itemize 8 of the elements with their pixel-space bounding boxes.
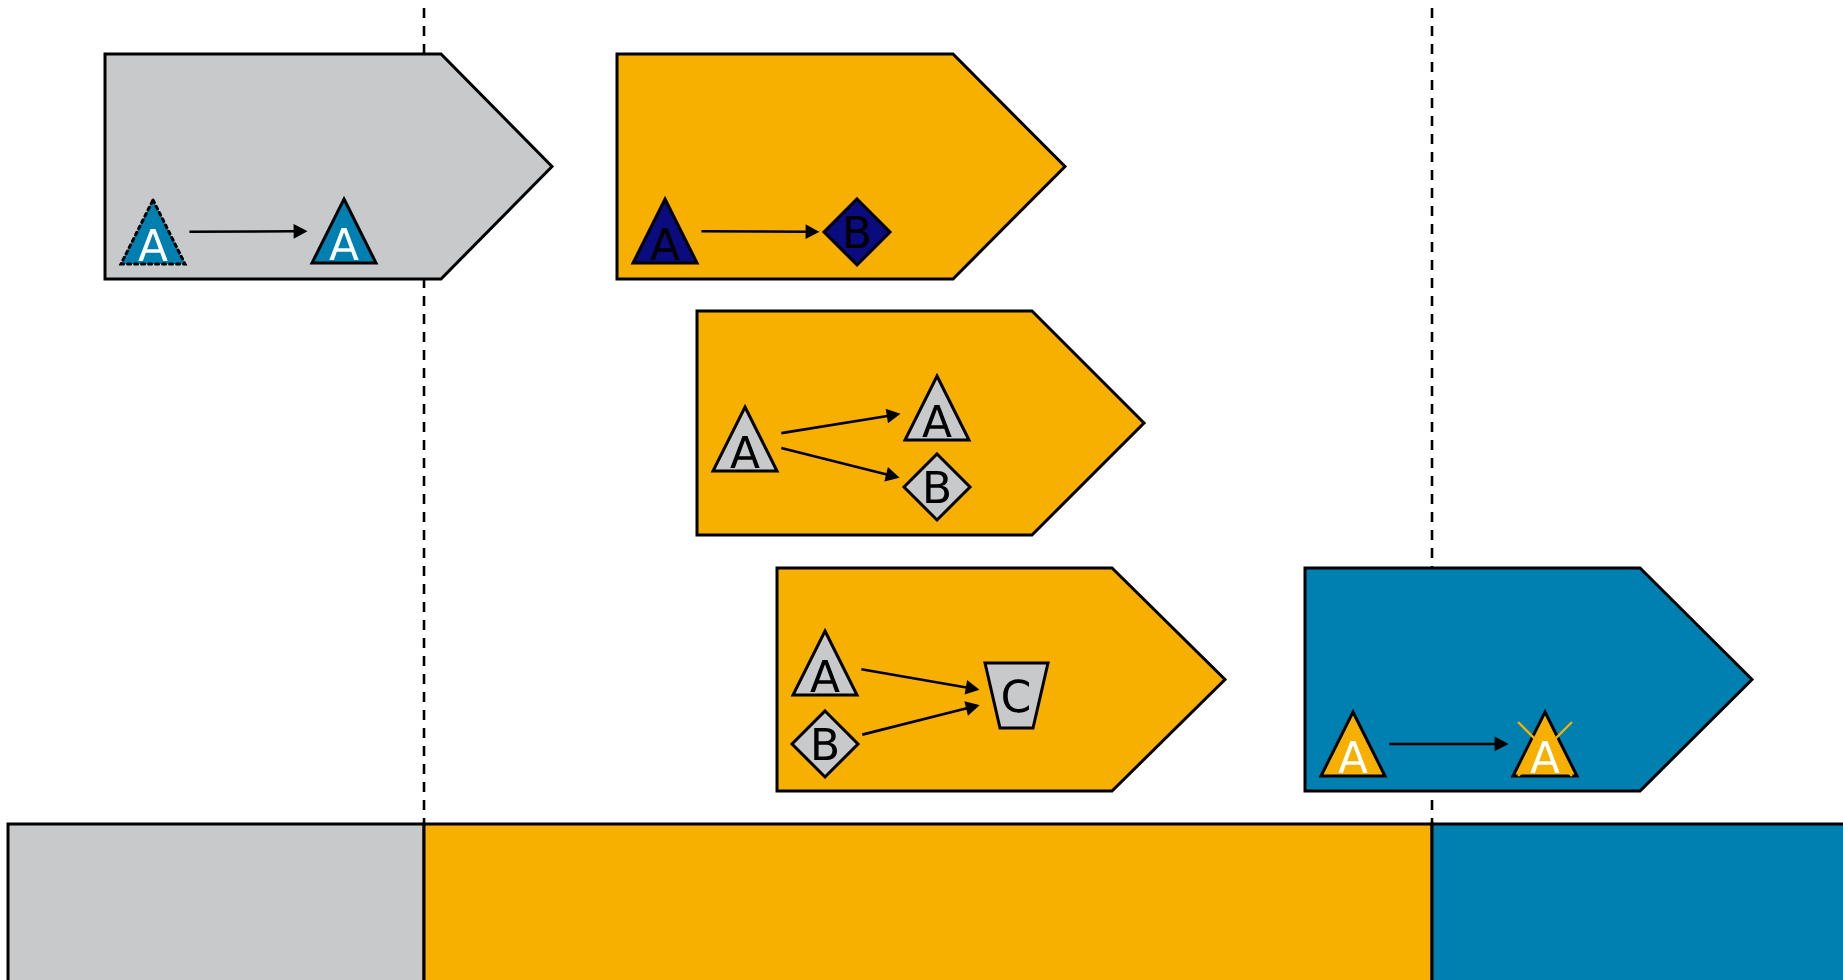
pentagon-arrow (775, 566, 1228, 793)
timeline-bar (6, 822, 426, 980)
pentagon-arrow (1303, 566, 1755, 793)
pentagon-arrow (103, 52, 555, 281)
pentagon-arrow (695, 309, 1147, 537)
pentagon-arrow (615, 52, 1068, 281)
timeline-bar (422, 822, 1434, 980)
timeline-bar (1430, 822, 1843, 980)
